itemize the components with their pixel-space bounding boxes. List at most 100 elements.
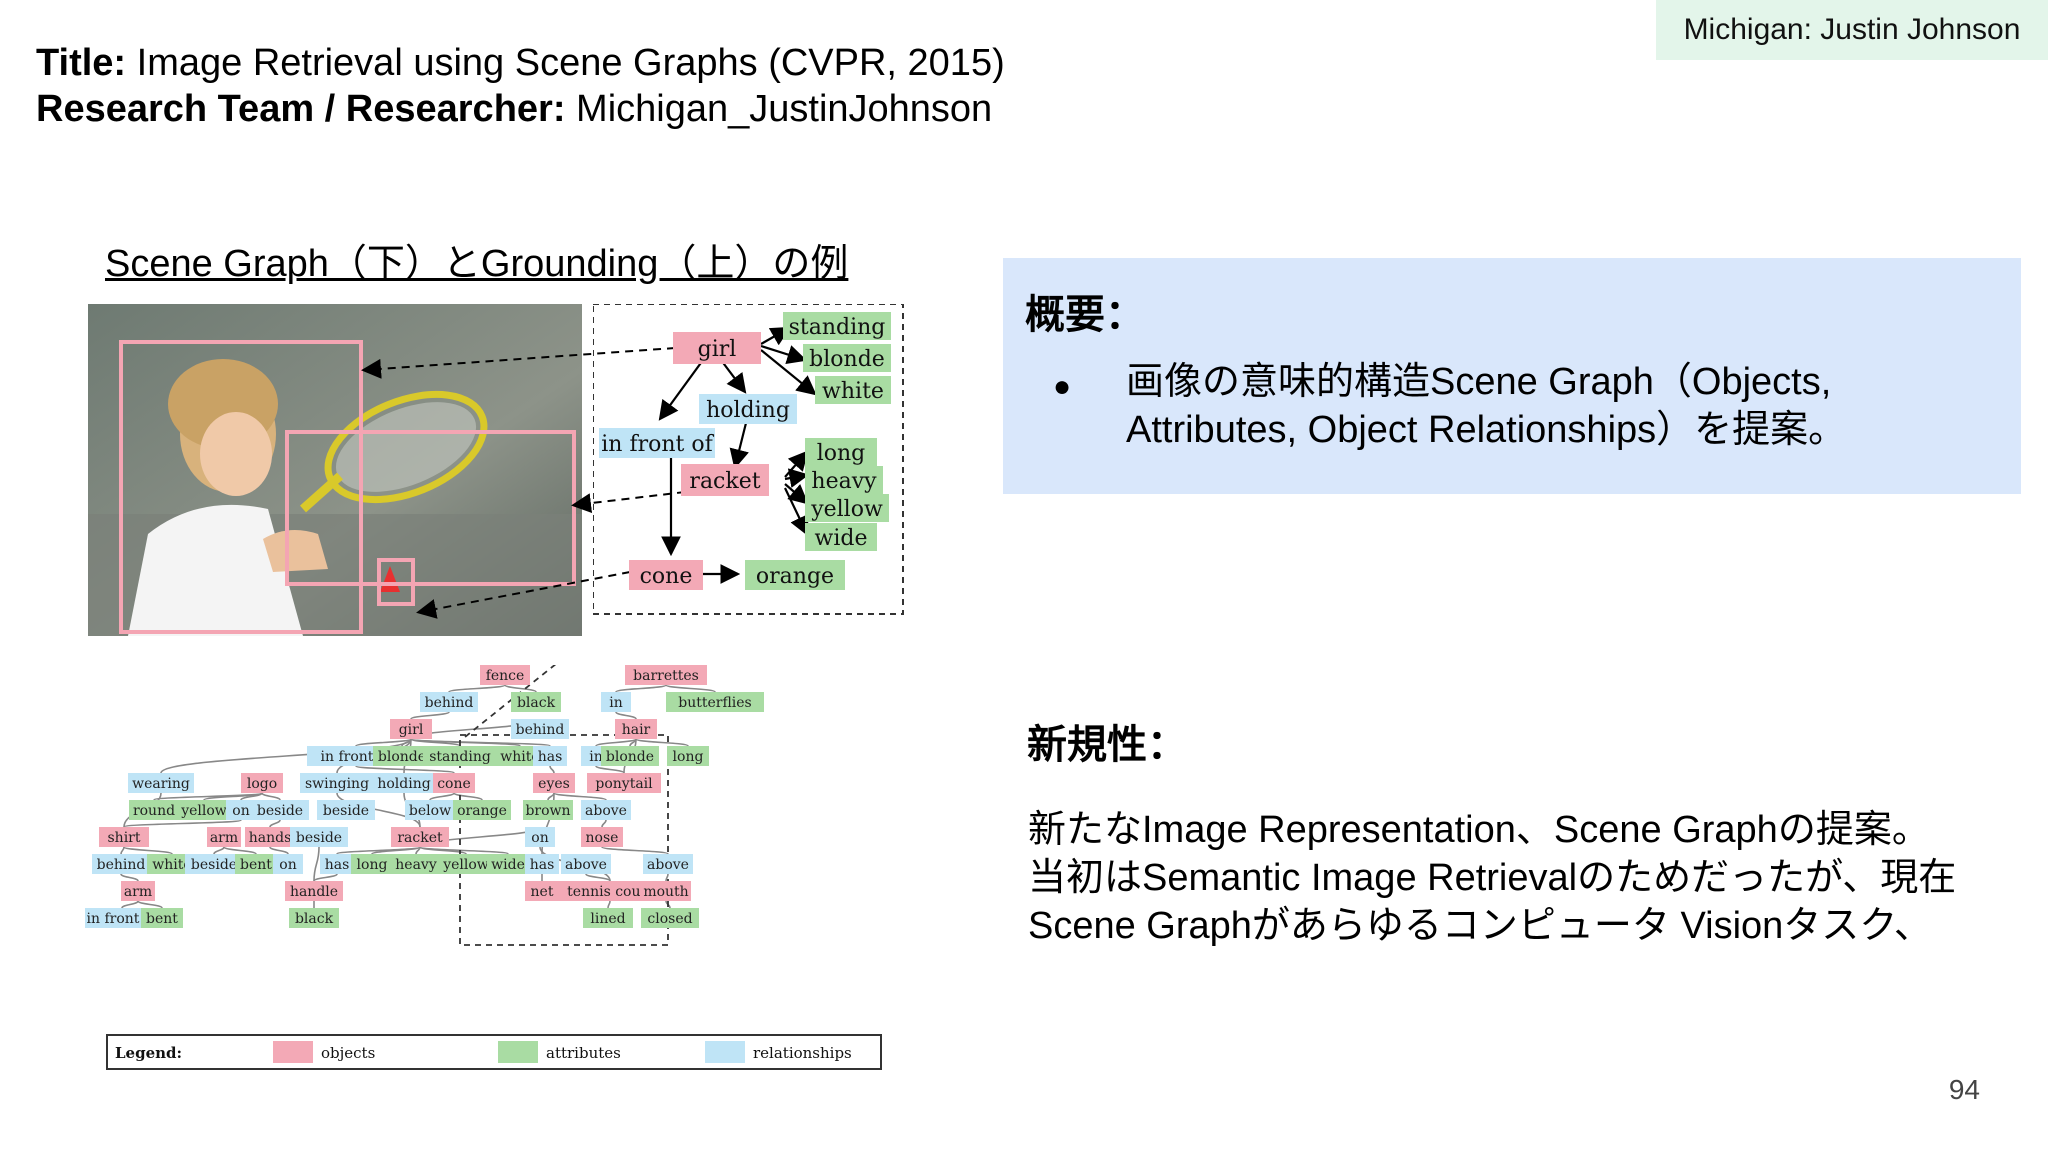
graph-node-label: in [589, 749, 603, 765]
graph-edge [410, 711, 450, 720]
graph-node-label: arm [124, 884, 152, 900]
legend-objects: objects [321, 1044, 375, 1062]
tennis-photo [88, 304, 582, 636]
top-node-white: white [822, 379, 884, 404]
graph-node-box [533, 773, 575, 793]
graph-node-box [511, 719, 569, 739]
graph-node-box [453, 800, 511, 820]
graph-node-label: girl [399, 722, 424, 738]
graph-node-box [320, 854, 354, 874]
graph-node-label: long [357, 857, 388, 873]
graph-node-label: blonde [378, 749, 426, 765]
graph-node-label: yellow [442, 857, 489, 873]
graph-edge [223, 846, 257, 855]
graph-node-box [251, 800, 309, 820]
top-node-blonde: blonde [809, 347, 885, 372]
graph-node-box [92, 854, 150, 874]
graph-node-label: black [517, 695, 556, 711]
top-scene-graph: girl standing blonde white holding in fr… [593, 304, 904, 615]
graph-edge [355, 738, 412, 747]
graph-node-box [290, 827, 348, 847]
graph-node-box [273, 854, 303, 874]
top-node-wide: wide [815, 526, 868, 551]
graph-node-label: beside [191, 857, 237, 873]
graph-node-label: in [609, 695, 623, 711]
graph-node-box [121, 881, 155, 901]
graph-node-label: above [585, 803, 627, 819]
graph-node-box [601, 692, 631, 712]
graph-node-box [641, 881, 691, 901]
top-node-in-front-of: in front of [601, 432, 714, 457]
graph-edge [665, 684, 716, 693]
page-number: 94 [1948, 1074, 1980, 1105]
graph-node-box [141, 908, 183, 928]
top-node-orange: orange [756, 564, 834, 589]
graph-node-label: on [232, 803, 249, 819]
graph-edge [410, 738, 551, 747]
graph-edge [601, 819, 607, 828]
graph-node-box [525, 854, 559, 874]
graph-node-box [185, 854, 243, 874]
graph-edge [549, 765, 555, 774]
graph-node-box [128, 773, 194, 793]
graph-node-label: cone [437, 776, 471, 792]
graph-node-label: eyes [538, 776, 570, 792]
graph-node-label: orange [457, 803, 507, 819]
graph-node-label: swinging [305, 776, 369, 792]
graph-node-label: hair [622, 722, 651, 738]
graph-node-label: racket [397, 830, 443, 846]
graph-node-box [423, 746, 497, 766]
legend-relationships: relationships [753, 1044, 852, 1062]
graph-node-label: nose [586, 830, 619, 846]
graph-node-box [533, 746, 567, 766]
graph-edge [313, 873, 338, 882]
graph-node-box [373, 746, 431, 766]
graph-node-box [667, 746, 709, 766]
graph-node-box [581, 827, 623, 847]
graph-node-label: on [279, 857, 296, 873]
graph-node-box [285, 881, 343, 901]
graph-node-label: on [531, 830, 548, 846]
graph-node-box [317, 800, 375, 820]
summary-heading: 概要： [1025, 293, 1145, 337]
graph-edge [448, 684, 506, 693]
graph-node-box [525, 827, 555, 847]
graph-node-box [235, 854, 277, 874]
graph-node-label: hands [249, 830, 292, 846]
graph-node-label: beside [257, 803, 303, 819]
graph-node-box [581, 800, 631, 820]
graph-node-box [129, 800, 179, 820]
graph-node-label: handle [290, 884, 338, 900]
graph-edge [595, 738, 637, 747]
graph-node-label: holding [377, 776, 430, 792]
graph-node-label: closed [647, 911, 692, 927]
graph-edge [261, 792, 281, 801]
graph-edge [595, 765, 625, 774]
graph-node-label: long [673, 749, 704, 765]
graph-node-box [99, 827, 149, 847]
top-node-girl: girl [698, 337, 737, 362]
graph-node-box [587, 773, 661, 793]
graph-node-label: standing [429, 749, 491, 765]
graph-node-box [437, 854, 495, 874]
research-team: Research Team / Researcher: Michigan_Jus… [36, 88, 993, 130]
graph-node-box [487, 854, 529, 874]
graph-node-label: behind [425, 695, 474, 711]
graph-node-box [511, 692, 561, 712]
graph-node-box [666, 692, 764, 712]
graph-node-label: butterflies [678, 695, 752, 711]
graph-node-label: behind [97, 857, 146, 873]
graph-node-label: white [500, 749, 539, 765]
graph-node-label: has [530, 857, 555, 873]
bullet-icon: ● [1053, 370, 1072, 403]
graph-node-box [523, 800, 573, 820]
graph-node-label: lined [590, 911, 625, 927]
graph-node-box [351, 854, 393, 874]
graph-node-box [480, 665, 530, 685]
graph-edge [120, 846, 125, 855]
graph-node-box [391, 827, 449, 847]
graph-edge [429, 792, 455, 801]
grounding-arrows [361, 347, 686, 619]
graph-node-label: bent [146, 911, 178, 927]
